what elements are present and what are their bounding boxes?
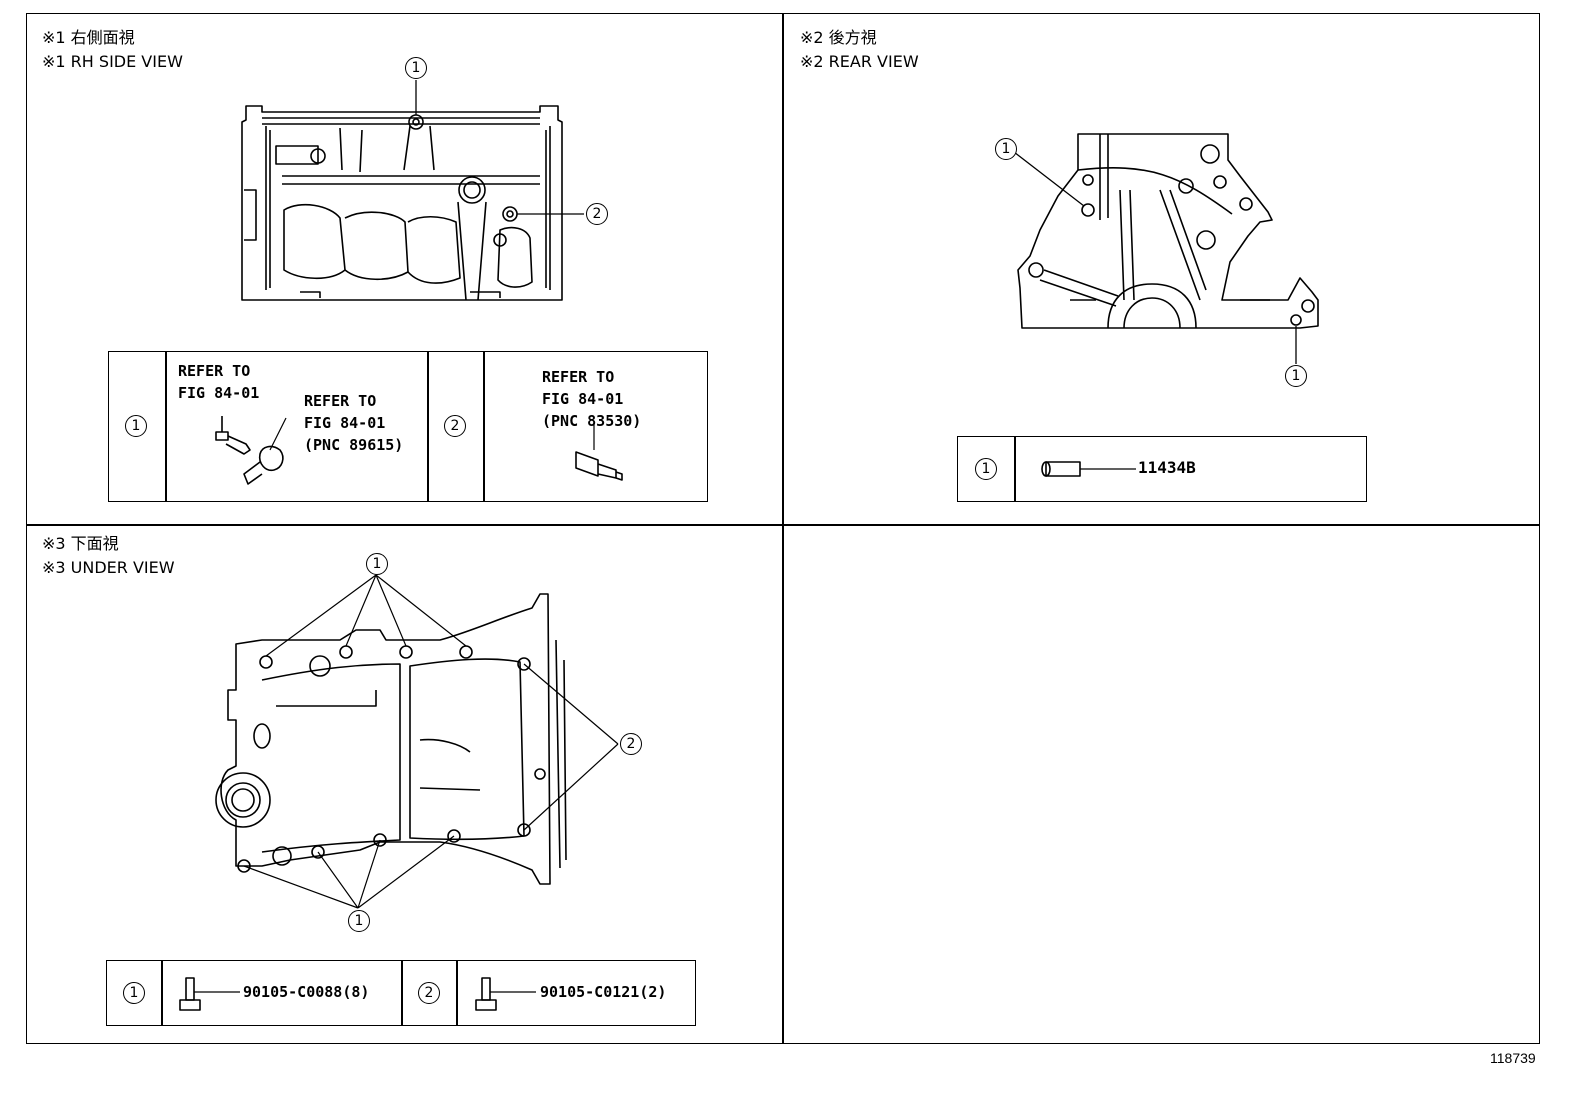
rh-side-view-title-en: ※1 RH SIDE VIEW bbox=[42, 52, 183, 71]
rh-side-callout-1: 1 bbox=[405, 57, 427, 79]
document-number: 118739 bbox=[1490, 1050, 1536, 1066]
rear-parts-table bbox=[957, 436, 1367, 502]
under-part-number-1: 90105-C0088(8) bbox=[243, 983, 370, 1001]
rh-ref-bolt: REFER TO FIG 84-01 bbox=[178, 362, 260, 402]
rear-callout-1-upper: 1 bbox=[995, 138, 1017, 160]
rh-side-parts-table bbox=[108, 351, 708, 502]
rear-part-number-1: 11434B bbox=[1138, 458, 1196, 477]
rear-table-callout-1: 1 bbox=[975, 458, 997, 480]
under-parts-table bbox=[106, 960, 696, 1026]
under-view-title-en: ※3 UNDER VIEW bbox=[42, 558, 175, 577]
rh-table-callout-1: 1 bbox=[125, 415, 147, 437]
rear-view-title-en: ※2 REAR VIEW bbox=[800, 52, 919, 71]
rh-ref-knock-sensor: REFER TO FIG 84-01 (PNC 89615) bbox=[304, 392, 404, 454]
rh-side-callout-2: 2 bbox=[586, 203, 608, 225]
under-callout-1-top: 1 bbox=[366, 553, 388, 575]
under-callout-1-bottom: 1 bbox=[348, 910, 370, 932]
rh-ref-pressure-switch: REFER TO FIG 84-01 (PNC 83530) bbox=[542, 368, 642, 430]
rh-table-icons bbox=[215, 416, 623, 485]
rh-side-view-title-jp: ※1 右側面視 bbox=[42, 28, 135, 47]
rh-side-block-drawing bbox=[241, 80, 584, 301]
rh-table-callout-2: 2 bbox=[444, 415, 466, 437]
under-view-title-jp: ※3 下面視 bbox=[42, 534, 119, 553]
under-table-icons bbox=[179, 977, 536, 1011]
rear-callout-1-lower: 1 bbox=[1285, 365, 1307, 387]
rear-table-icon bbox=[1041, 461, 1136, 477]
rear-view-title-jp: ※2 後方視 bbox=[800, 28, 877, 47]
rear-block-drawing bbox=[1013, 133, 1319, 364]
under-table-callout-2: 2 bbox=[418, 982, 440, 1004]
under-table-callout-1: 1 bbox=[123, 982, 145, 1004]
under-part-number-2: 90105-C0121(2) bbox=[540, 983, 667, 1001]
quadrant-divider-vertical bbox=[782, 13, 784, 1044]
quadrant-divider-horizontal bbox=[26, 524, 1540, 526]
under-block-drawing bbox=[215, 574, 619, 909]
under-callout-2: 2 bbox=[620, 733, 642, 755]
